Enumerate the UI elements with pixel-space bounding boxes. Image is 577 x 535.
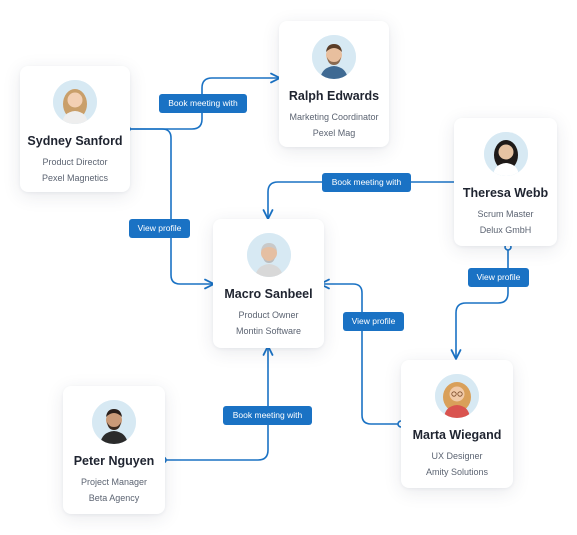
book-meeting-sydney-ralph-button[interactable]: Book meeting with [159, 94, 247, 113]
view-profile-sydney-button[interactable]: View profile [129, 219, 190, 238]
person-card-peter[interactable]: Peter Nguyen Project Manager Beta Agency [63, 386, 165, 514]
person-role: Marketing Coordinator [289, 112, 379, 122]
person-role: Product Owner [238, 310, 299, 320]
person-role: Product Director [42, 157, 108, 167]
person-role: Scrum Master [477, 209, 534, 219]
person-name: Theresa Webb [462, 186, 549, 200]
avatar-sydney [53, 80, 97, 124]
person-card-macro[interactable]: Macro Sanbeel Product Owner Montin Softw… [213, 219, 324, 348]
connector-theresa-marta [450, 247, 509, 360]
person-company: Pexel Mag [312, 128, 356, 138]
connector-peter-macro [163, 345, 274, 461]
person-name: Ralph Edwards [288, 89, 380, 103]
person-name: Peter Nguyen [73, 454, 155, 468]
avatar-theresa [483, 132, 528, 176]
person-company: Montin Software [235, 326, 302, 336]
avatar-peter [92, 400, 136, 444]
connector-marta-macro [319, 278, 401, 425]
book-meeting-theresa-macro-button[interactable]: Book meeting with [322, 173, 411, 192]
person-card-sydney[interactable]: Sydney Sanford Product Director Pexel Ma… [20, 66, 130, 192]
person-company: Beta Agency [88, 493, 140, 503]
person-card-marta[interactable]: Marta Wiegand UX Designer Amity Solution… [401, 360, 513, 488]
person-card-ralph[interactable]: Ralph Edwards Marketing Coordinator Pexe… [279, 21, 389, 147]
avatar-macro [246, 233, 291, 277]
person-company: Delux GmbH [479, 225, 532, 235]
person-company: Amity Solutions [425, 467, 489, 477]
view-profile-marta-button[interactable]: View profile [343, 312, 404, 331]
view-profile-theresa-button[interactable]: View profile [468, 268, 529, 287]
connector-sydney-macro [127, 128, 215, 290]
person-name: Macro Sanbeel [224, 287, 313, 301]
person-name: Sydney Sanford [27, 134, 123, 148]
connector-theresa-macro [262, 181, 457, 220]
person-role: Project Manager [80, 477, 148, 487]
person-company: Pexel Magnetics [41, 173, 109, 183]
avatar-marta [435, 374, 479, 418]
person-role: UX Designer [431, 451, 483, 461]
person-name: Marta Wiegand [412, 428, 502, 442]
avatar-ralph [312, 35, 356, 79]
book-meeting-peter-macro-button[interactable]: Book meeting with [223, 406, 312, 425]
person-card-theresa[interactable]: Theresa Webb Scrum Master Delux GmbH [454, 118, 557, 246]
